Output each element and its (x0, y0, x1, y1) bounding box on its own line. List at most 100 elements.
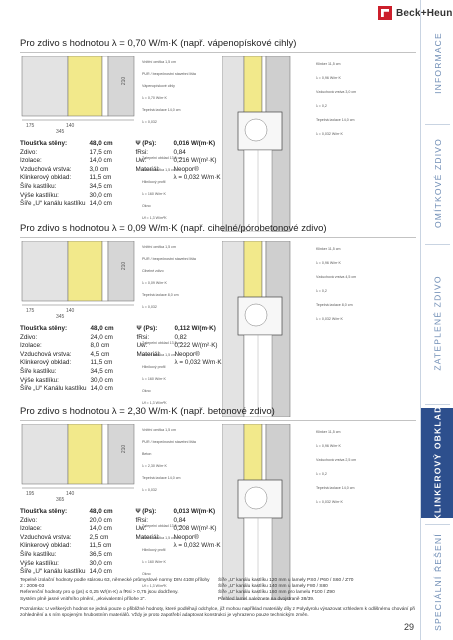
tab-informace[interactable]: INFORMACE (432, 32, 443, 94)
page-number: 29 (404, 622, 415, 632)
footnote-right-3: Šíře „U“ kanálu kastlíku 160 mm pro lame… (218, 590, 335, 596)
air-gap (101, 241, 109, 302)
property-label: Tloušťka stěny: (20, 140, 68, 147)
property-value: 48,0 cm (89, 508, 113, 515)
annotation-right: λ = 0,032 W/m·K (316, 132, 343, 136)
property-value: 3,0 cm (89, 165, 109, 173)
property-label: Tloušťka stěny: (20, 325, 68, 332)
clinker-block (107, 424, 135, 485)
property-label: Zdivo: (20, 333, 38, 341)
footnote-note: Poznámka: U veškerých hodnot se jedná po… (20, 606, 416, 619)
property-value: 8,0 cm (90, 342, 110, 350)
annotation-bottom: Zatepelní obklad 13,5 cm (142, 156, 183, 160)
property-label: Tloušťka stěny: (20, 508, 68, 515)
wall-section-drawing (20, 424, 140, 492)
lintel-svg (222, 241, 291, 417)
annotation-bottom: Okno (142, 572, 151, 576)
property-value: 11,5 cm (89, 542, 112, 550)
annotation-left: λ = 0,09 W/m·K (142, 281, 167, 285)
property-label: Zdivo: (20, 148, 38, 156)
annotation-bottom: Hliníkový profil (142, 548, 166, 552)
lintel-drawing (222, 424, 312, 600)
section-title: Pro zdivo s hodnotou λ = 0,70 W/m·K (nap… (20, 38, 297, 49)
section-divider (20, 420, 416, 421)
clinker-block (107, 241, 135, 302)
lintel-drawing (222, 56, 312, 232)
property-kv: 0,013 W/(m·K) (173, 508, 216, 515)
dim-insulation: 140 (66, 308, 75, 314)
footnote-right-1: Šíře „U“ kanálu kastlíku 120 mm u lamely… (218, 578, 354, 583)
annotation-right: Tepelná izolace 8,0 cm (316, 303, 353, 307)
annotation-right: λ = 0,96 W/m·K (316, 76, 341, 80)
property-k: Materiál: (135, 165, 160, 173)
property-kv: 0,016 W/(m·K) (173, 140, 216, 147)
property-row: Šíře kastlíku:36,5 cm (20, 551, 225, 560)
section-title: Pro zdivo s hodnotou λ = 2,30 W/m·K (nap… (20, 406, 275, 417)
annotation-right: λ = 0,2 (316, 289, 327, 293)
annotation-left: λ = 0,032 (142, 120, 157, 124)
wall-drawing-svg (21, 424, 135, 489)
property-value: 34,5 cm (90, 367, 113, 375)
property-kv: Neopor® (174, 350, 200, 358)
air-gap (101, 56, 109, 117)
property-label: Vzduchová vrstva: (20, 350, 72, 358)
shutter-roll (244, 118, 268, 142)
annotation-right: λ = 0,032 W/m·K (316, 317, 343, 321)
annotation-bottom: Uf = 1,3 W/m²K (142, 401, 167, 405)
property-k: Uw: (135, 525, 147, 533)
detail-annotations-right: Klinker 11,5 cm λ = 0,96 W/m·K Vzduchová v… (314, 56, 418, 232)
annotation-right: Vzduchová vrstva 3,0 cm (316, 90, 357, 94)
dim-height: 210 (121, 76, 128, 86)
section-divider (20, 237, 416, 238)
tab-zateplene-zdivo[interactable]: ZATEPLENÉ ZDIVO (432, 275, 443, 371)
property-label: Výše kastlíku: (20, 559, 59, 567)
dim-total: 345 (56, 129, 65, 135)
annotation-bottom: Vnitřní omítka 1,5 cm (142, 353, 176, 357)
tab-omitkove-zdivo[interactable]: OMÍTKOVÉ ZDIVO (432, 137, 443, 229)
property-value: 14,0 cm (89, 525, 112, 533)
annotation-bottom: Okno (142, 389, 151, 393)
property-value: 17,5 cm (89, 148, 112, 156)
property-kv: Neopor® (173, 533, 199, 541)
annotation-right: Klinker 11,5 cm (316, 62, 341, 66)
annotation-right: λ = 0,96 W/m·K (316, 444, 341, 448)
annotation-left: PUR / bezpečnostní stavební lišta (142, 72, 196, 76)
footnote-left-3: Systém plně jasné vnitřního plnění, „ekv… (20, 596, 146, 602)
air-gap (101, 424, 109, 485)
property-kv: 0,222 W/(m²·K) (174, 342, 218, 350)
property-label: Výše kastlíku: (20, 376, 59, 384)
property-label: Šíře „U“ kanálu kastlíku (20, 568, 86, 576)
property-row: Šíře kastlíku:34,5 cm (20, 183, 225, 192)
annotation-left: Vnitřní omítka 1,5 cm (142, 60, 176, 64)
tab-klinkerovy-obklad[interactable]: KLINKEROVÝ OBKLAD (421, 406, 453, 520)
section-divider (20, 52, 416, 53)
tab-specialni-reseni[interactable]: SPECIÁLNÍ ŘEŠENÍ (432, 533, 443, 631)
property-label: Klinkerový obklad: (20, 542, 72, 550)
annotation-bottom: λ = 160 W/m·K (142, 560, 166, 564)
shutter-roll (244, 486, 268, 510)
sidebar-nav: INFORMACE OMÍTKOVÉ ZDIVO ZATEPLENÉ ZDIVO… (420, 0, 453, 640)
annotation-left: Vnitřní omítka 1,5 cm (142, 428, 176, 432)
annotation-left: Vápenopískové cihly (142, 84, 175, 88)
masonry-block (21, 56, 69, 117)
annotation-bottom: Vnitřní omítka 1,5 cm (142, 168, 176, 172)
annotation-bottom: Hliníkový profil (142, 180, 166, 184)
wall-section-drawing (20, 56, 140, 124)
footnote-right-4: Přehled lamel naleznete na dvojstraně 38… (218, 596, 315, 602)
property-label: Výše kastlíku: (20, 191, 59, 199)
annotation-left: λ = 2,30 W/m·K (142, 464, 167, 468)
detail-annotations-left: Vnitřní omítka 1,5 cm PUR / bezpečnostní … (140, 56, 220, 232)
annotation-right: Vzduchová vrstva 4,5 cm (316, 275, 357, 279)
dim-masonry: 175 (26, 308, 35, 314)
insulation-block (67, 424, 103, 485)
